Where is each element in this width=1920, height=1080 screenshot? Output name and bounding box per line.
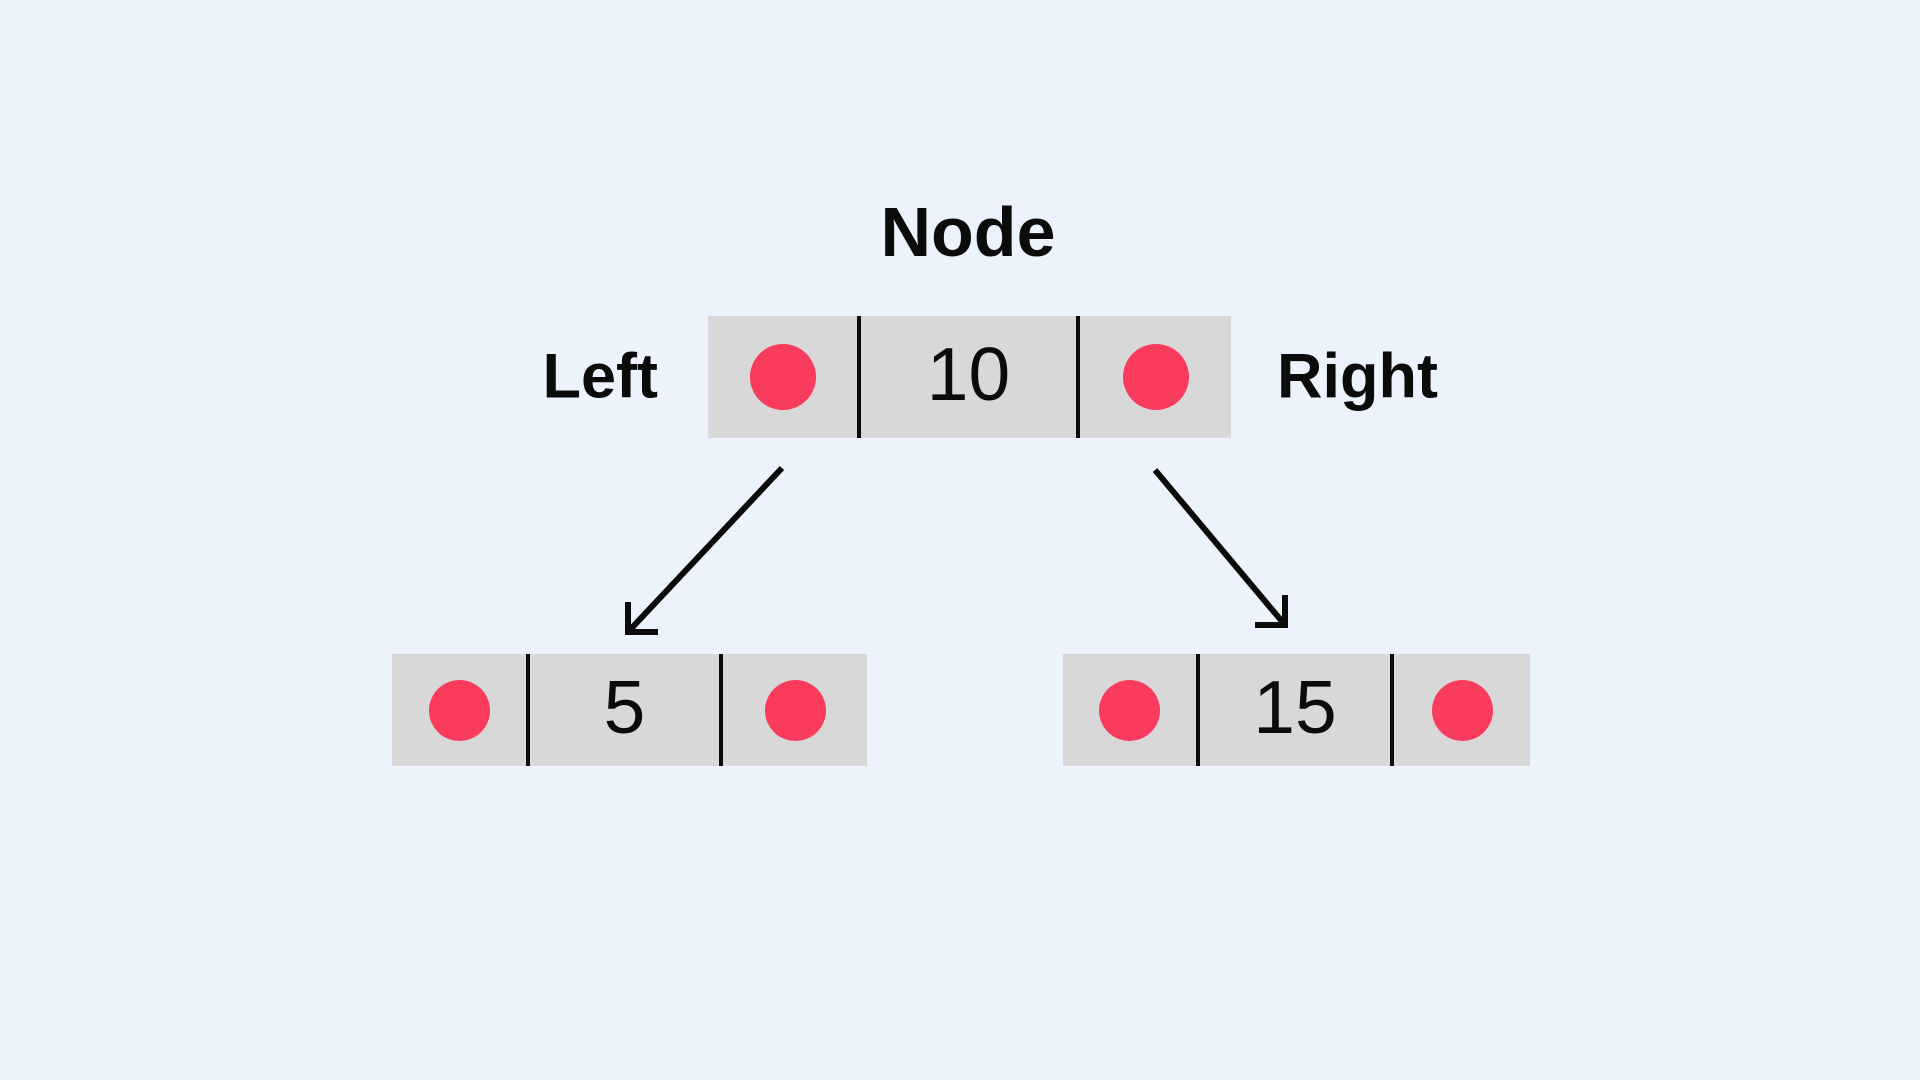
root-left-pointer-cell (708, 316, 857, 438)
left-child-right-pointer-dot-icon (764, 679, 826, 741)
right-pointer-label: Right (1277, 341, 1438, 412)
root-left-pointer-dot-icon (749, 344, 816, 410)
root-node-box: 10 (708, 316, 1231, 438)
right-child-left-pointer-cell (1063, 654, 1196, 766)
right-child-node-box: 15 (1063, 654, 1530, 766)
left-child-right-pointer-cell (723, 654, 867, 766)
left-child-left-pointer-dot-icon (428, 679, 490, 741)
right-child-right-pointer-cell (1394, 654, 1530, 766)
root-value-cell: 10 (857, 316, 1080, 438)
arrow-to-left-child (625, 465, 785, 635)
right-child-right-pointer-dot-icon (1431, 679, 1493, 741)
left-child-node-value: 5 (603, 664, 646, 749)
root-node-value: 10 (926, 331, 1011, 416)
left-child-value-cell: 5 (526, 654, 723, 766)
left-pointer-label: Left (542, 341, 658, 412)
left-child-left-pointer-cell (392, 654, 526, 766)
right-child-node-value: 15 (1253, 664, 1337, 749)
root-right-pointer-dot-icon (1122, 344, 1189, 410)
right-child-value-cell: 15 (1196, 654, 1394, 766)
root-right-pointer-cell (1080, 316, 1231, 438)
arrow-to-right-child (1152, 468, 1288, 628)
right-child-left-pointer-dot-icon (1099, 679, 1160, 741)
left-child-node-box: 5 (392, 654, 867, 766)
diagram-title: Node (880, 193, 1056, 271)
